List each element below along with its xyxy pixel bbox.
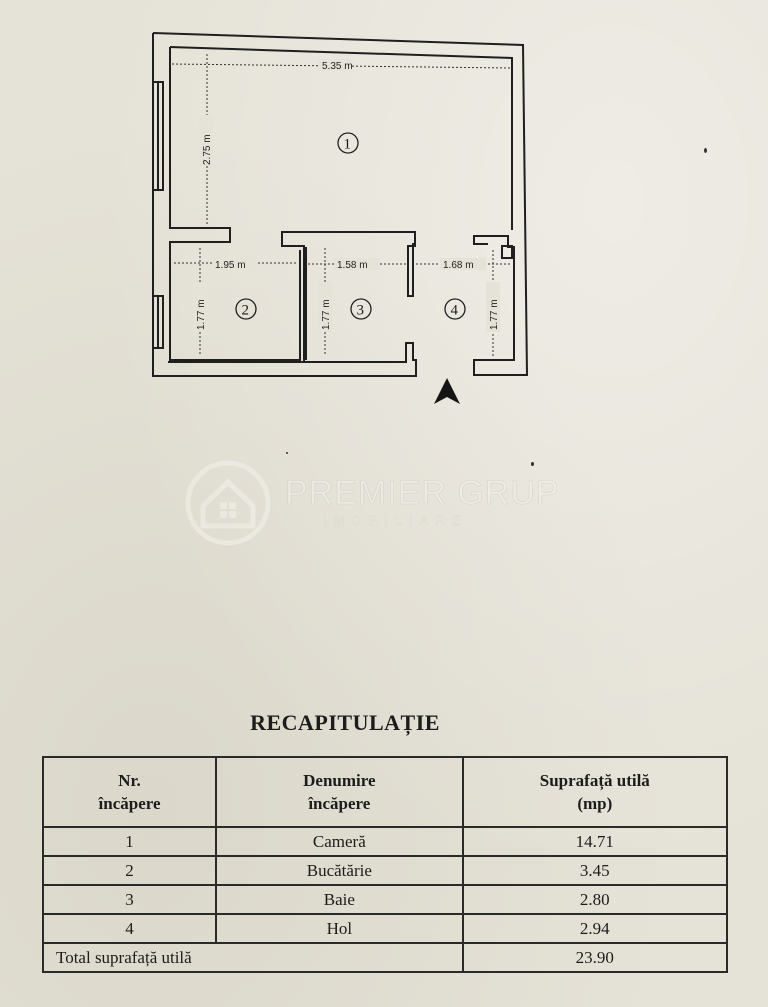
paper-speck bbox=[704, 148, 707, 153]
room-number-3: 3 bbox=[357, 303, 365, 319]
dim-room2-width: 1.95 m bbox=[215, 260, 246, 271]
cell-name: Baie bbox=[215, 884, 464, 915]
table-row: 3 Baie 2.80 bbox=[41, 884, 729, 915]
cell-area: 14.71 bbox=[461, 826, 729, 857]
cell-area: 3.45 bbox=[461, 855, 729, 886]
dim-room2-height: 1.77 m bbox=[196, 299, 207, 330]
dim-room3-width: 1.58 m bbox=[337, 260, 368, 271]
total-label: Total suprafață utilă bbox=[42, 942, 464, 973]
room-number-4: 4 bbox=[451, 303, 459, 319]
dim-room4-width: 1.68 m bbox=[443, 260, 474, 271]
header-suprafata-line2: (mp) bbox=[577, 794, 613, 813]
cell-nr: 3 bbox=[41, 884, 218, 915]
room-numbers: 1 2 3 4 bbox=[235, 132, 466, 320]
dim-room1-height: 2.75 m bbox=[202, 134, 213, 165]
watermark: PREMIER GRUP IMOBILIARE bbox=[183, 458, 603, 553]
header-suprafata: Suprafață utilă (mp) bbox=[461, 756, 729, 828]
recap-table: Nr. încăpere Denumire încăpere Suprafață… bbox=[41, 756, 729, 973]
dim-top-width: 5.35 m bbox=[322, 61, 353, 72]
cell-name: Hol bbox=[215, 913, 464, 944]
paper-speck bbox=[531, 462, 534, 466]
dimension-lines bbox=[171, 54, 511, 356]
header-denumire-line1: Denumire bbox=[303, 771, 376, 790]
total-row: Total suprafață utilă 23.90 bbox=[42, 942, 729, 973]
room-number-1: 1 bbox=[344, 137, 352, 153]
total-value: 23.90 bbox=[461, 942, 729, 973]
table-row: 1 Cameră 14.71 bbox=[41, 826, 729, 857]
cell-name: Cameră bbox=[215, 826, 464, 857]
walls bbox=[152, 32, 529, 377]
shaft bbox=[501, 245, 513, 259]
header-denumire: Denumire încăpere bbox=[215, 756, 464, 828]
header-nr-line2: încăpere bbox=[98, 794, 161, 813]
outer-wall bbox=[152, 32, 529, 377]
entrance-arrow-icon bbox=[434, 378, 460, 404]
cell-area: 2.94 bbox=[461, 913, 729, 944]
dimension-labels: 5.35 m 2.75 m 1.95 m 1.58 m 1.68 m 1.77 … bbox=[193, 59, 500, 332]
watermark-brand: PREMIER GRUP bbox=[285, 474, 560, 513]
header-suprafata-line1: Suprafață utilă bbox=[539, 771, 650, 790]
table-row: 4 Hol 2.94 bbox=[41, 913, 729, 944]
dim-room3-height: 1.77 m bbox=[321, 299, 332, 330]
dim-room4-height: 1.77 m bbox=[489, 299, 500, 330]
house-logo-icon bbox=[185, 460, 271, 546]
watermark-subtitle: IMOBILIARE bbox=[323, 513, 468, 528]
cell-nr: 4 bbox=[41, 913, 218, 944]
cell-nr: 2 bbox=[41, 855, 218, 886]
table-header-row: Nr. încăpere Denumire încăpere Suprafață… bbox=[41, 756, 729, 828]
header-nr-line1: Nr. bbox=[118, 771, 141, 790]
recap-title: RECAPITULAȚIE bbox=[250, 710, 440, 735]
floor-plan: 5.35 m 2.75 m 1.95 m 1.58 m 1.68 m 1.77 … bbox=[152, 32, 529, 404]
room-number-2: 2 bbox=[242, 303, 250, 319]
cell-area: 2.80 bbox=[461, 884, 729, 915]
paper-speck bbox=[286, 452, 288, 454]
header-nr: Nr. încăpere bbox=[41, 756, 218, 828]
cell-nr: 1 bbox=[41, 826, 218, 857]
table-row: 2 Bucătărie 3.45 bbox=[41, 855, 729, 886]
cell-name: Bucătărie bbox=[215, 855, 464, 886]
header-denumire-line2: încăpere bbox=[308, 794, 371, 813]
